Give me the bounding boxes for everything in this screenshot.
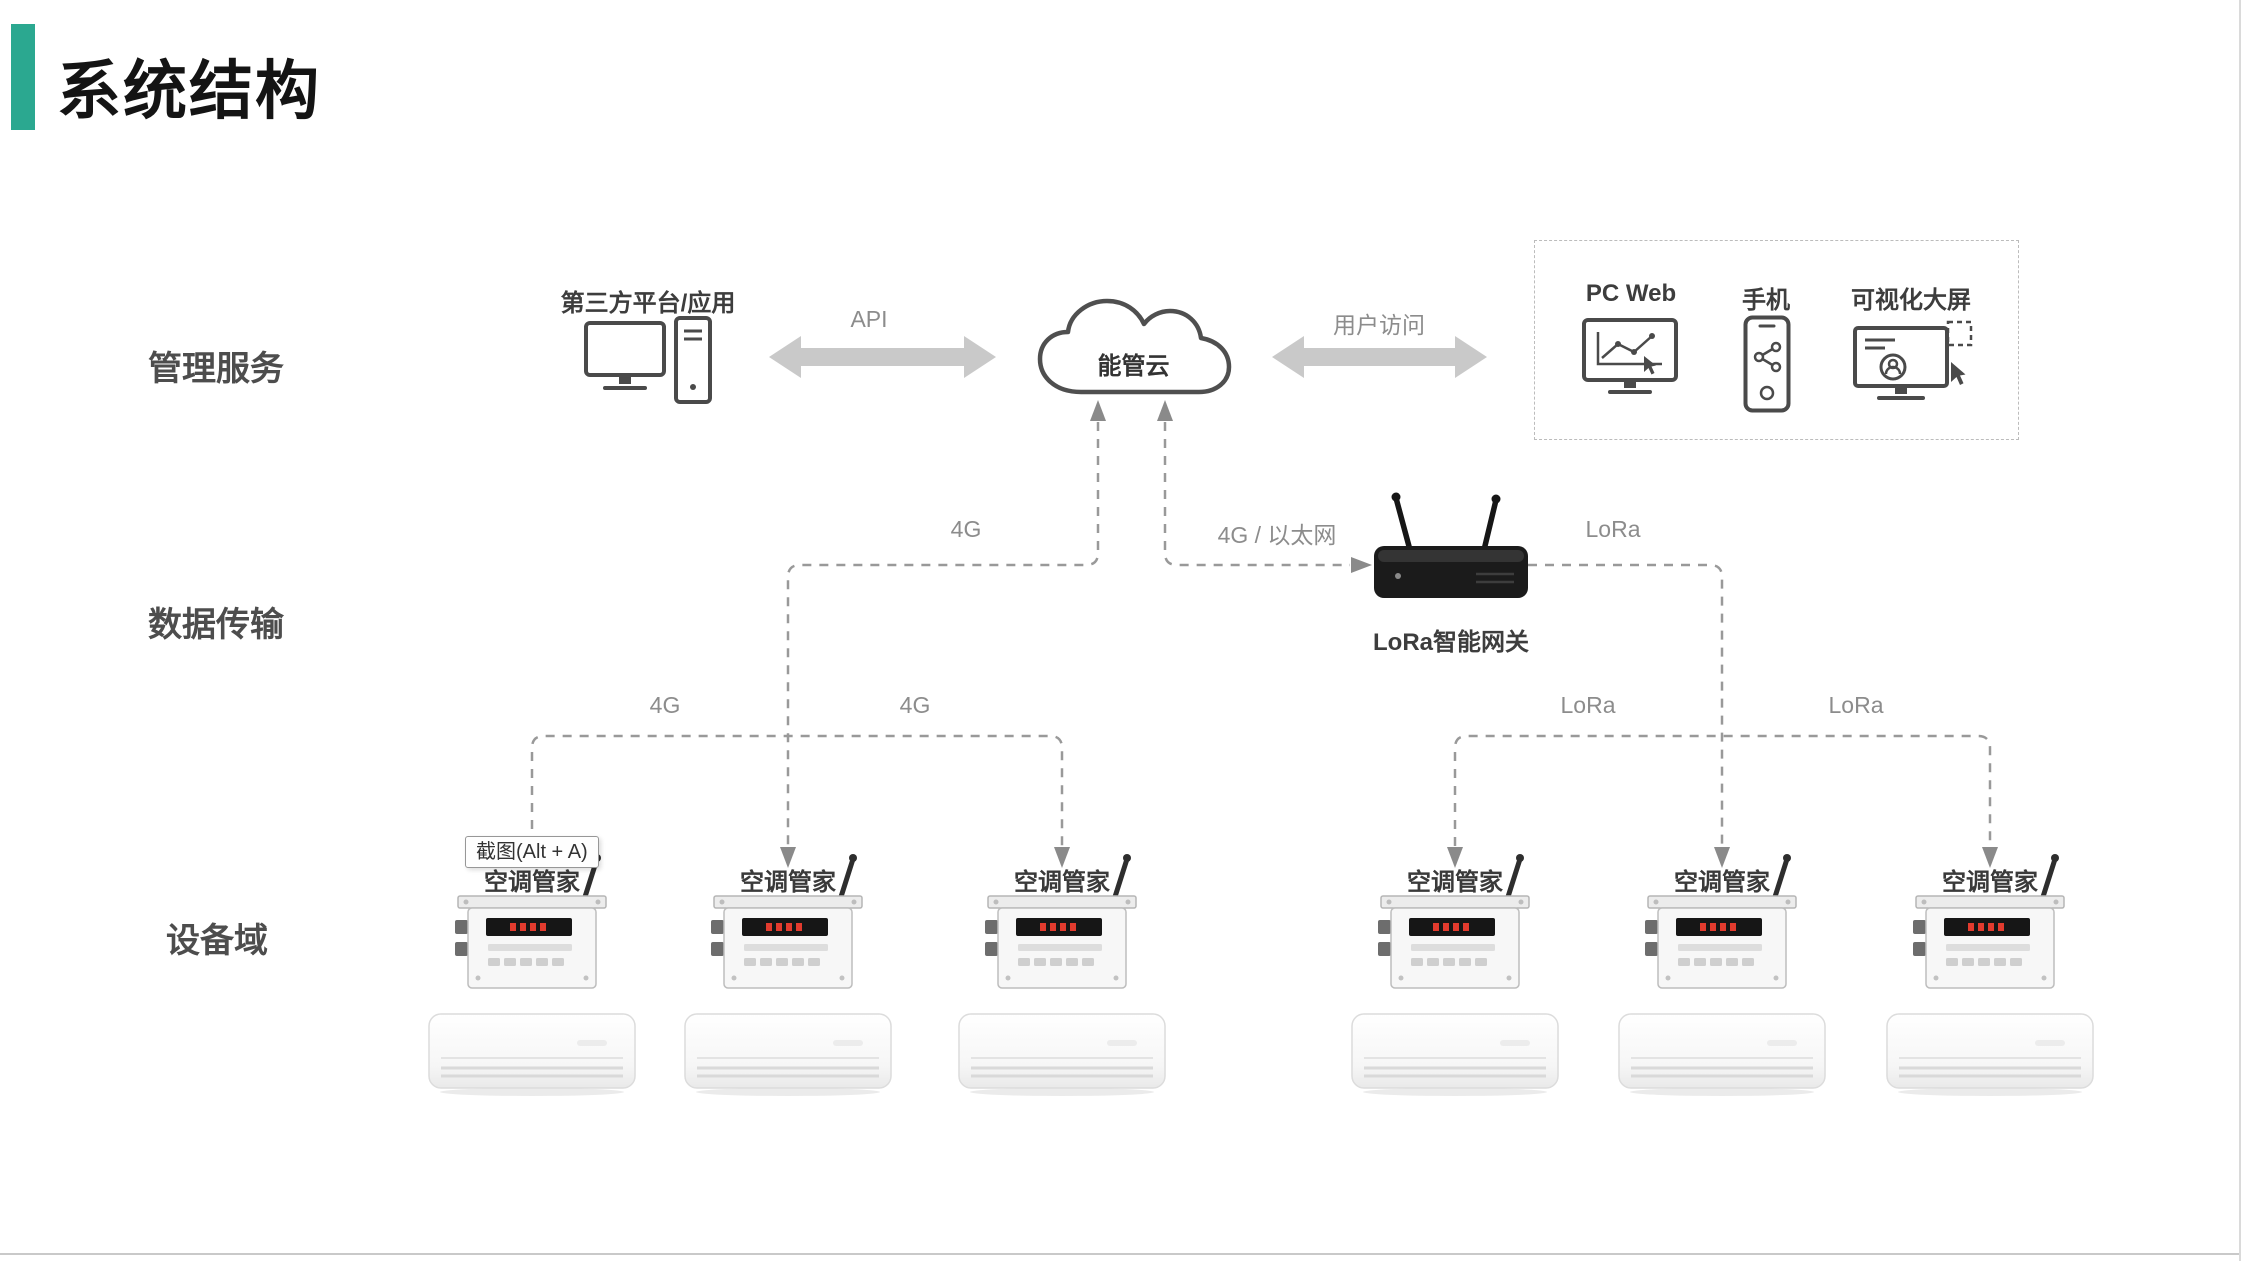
left-4g-a-edge-label: 4G — [649, 692, 681, 718]
device-group: 空调管家 — [1350, 850, 1560, 1100]
left-4g-b-edge-label: 4G — [899, 692, 931, 718]
big-screen-label: 可视化大屏 — [1851, 287, 1971, 314]
device-group: 空调管家 — [1885, 850, 2095, 1100]
ac-controller-icon — [1642, 850, 1802, 995]
device-group: 空调管家 — [683, 850, 893, 1100]
ac-controller-icon — [1910, 850, 2070, 995]
ac-controller-icon — [452, 850, 612, 995]
device-group: 空调管家 — [1617, 850, 1827, 1100]
layer-label-device-domain: 设备域 — [166, 922, 268, 960]
api-edge-label: API — [850, 306, 888, 332]
gateway-lora-edge-label: LoRa — [1585, 516, 1641, 542]
air-conditioner-icon — [1885, 1012, 2095, 1097]
user-access-edge-label: 用户访问 — [1333, 312, 1425, 338]
gateway-label: LoRa智能网关 — [1373, 629, 1529, 656]
air-conditioner-icon — [427, 1012, 637, 1097]
layer-label-transmission: 数据传输 — [148, 606, 284, 644]
device-group: 空调管家 — [957, 850, 1167, 1100]
cloud-label: 能管云 — [1097, 353, 1170, 380]
page-title: 系统结构 — [57, 55, 321, 127]
screenshot-tooltip: 截图(Alt + A) — [465, 836, 599, 868]
ac-controller-icon — [982, 850, 1142, 995]
cloud-eth-edge-label: 4G / 以太网 — [1217, 522, 1337, 548]
pc-web-icon — [1582, 318, 1678, 394]
device-label: 空调管家 — [484, 869, 580, 896]
ac-controller-icon — [708, 850, 868, 995]
device-label: 空调管家 — [1407, 869, 1503, 896]
bottom-divider — [0, 1253, 2239, 1255]
device-label: 空调管家 — [740, 869, 836, 896]
api-arrow-icon — [769, 336, 996, 378]
pc-web-label: PC Web — [1585, 280, 1677, 307]
big-screen-icon — [1853, 320, 1973, 400]
device-group: 空调管家 — [427, 850, 637, 1100]
third-party-label: 第三方平台/应用 — [560, 290, 736, 317]
right-lora-a-edge-label: LoRa — [1560, 692, 1616, 718]
air-conditioner-icon — [957, 1012, 1167, 1097]
right-lora-b-edge-label: LoRa — [1828, 692, 1884, 718]
cloud-4g-edge-label: 4G — [950, 516, 982, 542]
device-label: 空调管家 — [1942, 869, 2038, 896]
cloud-icon — [1037, 298, 1232, 395]
air-conditioner-icon — [683, 1012, 893, 1097]
device-label: 空调管家 — [1014, 869, 1110, 896]
air-conditioner-icon — [1350, 1012, 1560, 1097]
mobile-phone-icon — [1743, 315, 1791, 413]
layer-label-management: 管理服务 — [148, 350, 284, 388]
ac-controller-icon — [1375, 850, 1535, 995]
computer-icon — [584, 316, 712, 404]
device-label: 空调管家 — [1674, 869, 1770, 896]
title-accent-bar — [11, 24, 35, 130]
lora-gateway-icon — [1374, 492, 1528, 598]
mobile-label: 手机 — [1742, 287, 1790, 314]
user-access-arrow-icon — [1272, 336, 1487, 378]
air-conditioner-icon — [1617, 1012, 1827, 1097]
